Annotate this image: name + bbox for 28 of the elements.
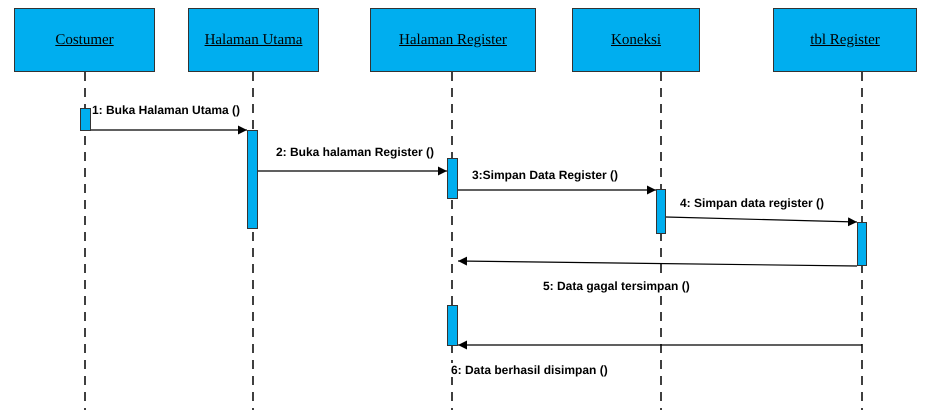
activation-bar (656, 189, 666, 234)
activation-bar (857, 222, 867, 266)
message-arrow (458, 186, 656, 194)
message-label: 4: Simpan data register () (679, 196, 826, 210)
lifeline-head (370, 8, 536, 72)
message-label: 2: Buka halaman Register () (275, 145, 436, 159)
message-label: 5: Data gagal tersimpan () (542, 279, 691, 293)
activation-bar (80, 108, 91, 131)
message-label: 1: Buka Halaman Utama () (91, 103, 242, 117)
message-arrow (458, 256, 857, 267)
object-name: tbl Register (810, 32, 880, 48)
object-name: Costumer (55, 32, 114, 48)
lifeline-head (188, 8, 319, 72)
message-arrow (258, 166, 447, 176)
lifeline-head (773, 8, 917, 72)
activation-bar (447, 158, 458, 199)
object-name: Koneksi (611, 32, 661, 48)
object-name: Halaman Utama (204, 32, 302, 48)
message-arrow (91, 126, 247, 134)
object-name: Halaman Register (399, 32, 507, 48)
activation-bar (247, 130, 258, 229)
lifeline-head (572, 8, 700, 72)
message-label: 3:Simpan Data Register () (471, 168, 620, 182)
activation-bar (447, 305, 458, 346)
lifeline-head (14, 8, 155, 72)
message-arrow (666, 216, 858, 226)
message-label: 6: Data berhasil disimpan () (450, 363, 609, 377)
message-arrow (458, 340, 862, 350)
